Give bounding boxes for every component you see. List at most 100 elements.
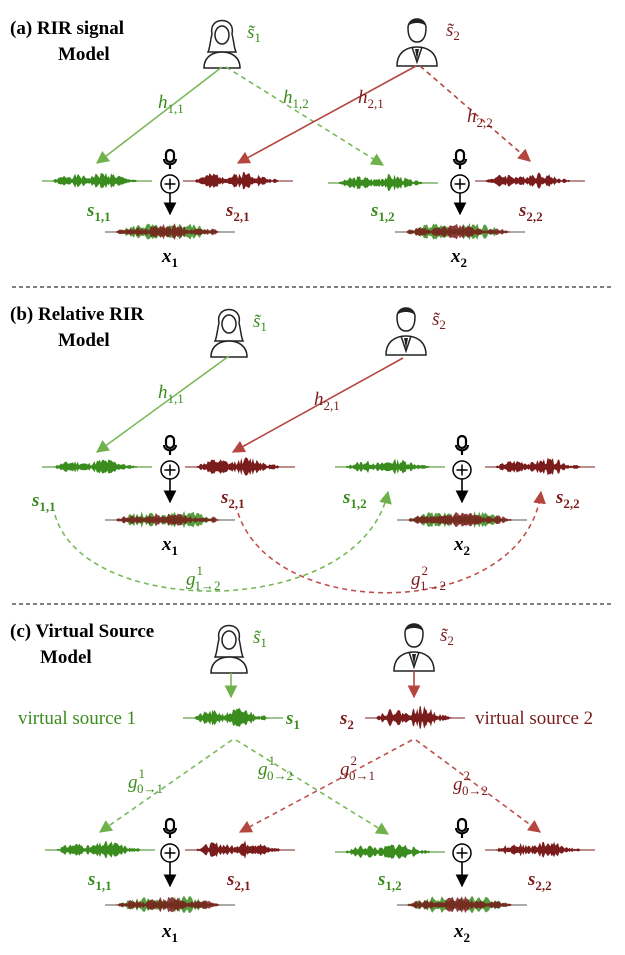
waveform-x1: [105, 223, 235, 240]
label-x2: x2: [453, 921, 470, 945]
waveform-shape: [187, 840, 285, 859]
waveform-x1: [105, 895, 235, 914]
male-speaker-icon: [385, 306, 427, 356]
waveform-s21: [185, 457, 295, 476]
waveform-shape: [185, 708, 273, 727]
female-speaker-icon: [203, 19, 241, 69]
label-x1: x1: [161, 246, 178, 270]
sum-icon: [450, 174, 470, 194]
sum-icon: [160, 843, 180, 863]
source-2-label: s̃2: [432, 309, 446, 332]
waveform-x2: [397, 511, 527, 529]
panel-b-title: (b) Relative RIR: [10, 304, 144, 325]
waveform-shape: [330, 174, 428, 191]
panel-c: (c) Virtual Source Model s̃1 s̃2 virtual…: [10, 621, 595, 945]
microphone-icon: [454, 817, 470, 840]
label-h11: h1,1: [158, 382, 184, 406]
sum-icon: [452, 843, 472, 863]
sum-icon: [160, 174, 180, 194]
source-1-label: s̃1: [247, 22, 261, 45]
source-1-label: s̃1: [253, 627, 267, 650]
waveform-shape: [487, 841, 585, 858]
waveform-shape: [44, 172, 142, 189]
waveform-x1: [105, 510, 235, 529]
panel-c-title: (c) Virtual Source: [10, 621, 154, 642]
waveform-shape: [185, 172, 283, 190]
waveform-shape: [44, 459, 142, 474]
microphone-icon: [454, 434, 470, 457]
panel-b: (b) Relative RIR Model s̃1 s̃2 h1,1 h2,1…: [10, 304, 595, 594]
label-s2: s2: [339, 708, 354, 732]
waveform-shape: [397, 223, 515, 240]
source-1-label: s̃1: [253, 311, 267, 334]
panel-a: (a) RIR signal Model s̃1 s̃2 h1,1 h1,2 h…: [10, 17, 585, 270]
waveform-s1: [183, 708, 283, 727]
virtual-source-1-label: virtual source 1: [18, 708, 136, 729]
arrow-g02-1: [235, 739, 390, 835]
waveform-shape: [367, 705, 455, 729]
arrow-g1: [54, 490, 392, 592]
label-h21: h2,1: [314, 389, 340, 413]
waveform-s11: [45, 840, 155, 859]
label-x2: x2: [450, 246, 467, 270]
waveform-s11: [42, 459, 152, 474]
microphone-icon: [162, 434, 178, 457]
arrow-h12: [225, 66, 385, 166]
waveform-s22: [485, 457, 595, 476]
label-x1: x1: [161, 921, 178, 945]
label-s21: s2,1: [225, 200, 250, 224]
label-s21: s2,1: [226, 869, 251, 893]
arrow-g01-2: [238, 739, 413, 833]
waveform-shape: [337, 458, 435, 475]
male-speaker-icon: [396, 17, 438, 67]
virtual-source-2-label: virtual source 2: [475, 708, 593, 729]
arrow-h21: [236, 65, 417, 164]
male-speaker-icon: [393, 622, 435, 672]
waveform-shape: [47, 840, 145, 859]
label-s1: s1: [285, 708, 300, 732]
waveform-shape: [187, 457, 285, 476]
waveform-s21: [185, 840, 295, 859]
label-x1: x1: [161, 534, 178, 558]
waveform-shape: [107, 896, 225, 913]
source-2-label: s̃2: [446, 20, 460, 43]
waveform-s21: [183, 172, 293, 190]
label-s12: s1,2: [342, 487, 367, 511]
panel-c-subtitle: Model: [40, 647, 92, 668]
female-speaker-icon: [210, 308, 248, 358]
panel-a-title: (a) RIR signal: [10, 18, 124, 39]
microphone-icon: [452, 148, 468, 171]
waveform-shape: [399, 896, 517, 914]
label-s12: s1,2: [377, 869, 402, 893]
label-x2: x2: [453, 534, 470, 558]
label-h12: h1,2: [283, 87, 309, 111]
arrow-h11: [95, 66, 223, 164]
arrow-h21: [231, 357, 404, 453]
sum-icon: [452, 460, 472, 480]
label-s12: s1,2: [370, 200, 395, 224]
arrow-g01-1: [98, 739, 233, 833]
label-h11: h1,1: [158, 92, 184, 116]
label-s22: s2,2: [555, 487, 580, 511]
waveform-s11: [42, 172, 152, 189]
sum-icon: [160, 460, 180, 480]
label-s11: s1,1: [31, 490, 56, 514]
female-speaker-icon: [210, 624, 248, 674]
label-h22: h2,2: [467, 106, 493, 130]
waveform-shape: [477, 172, 575, 189]
label-h21: h2,1: [358, 87, 384, 111]
waveform-shape: [337, 844, 435, 859]
label-s11: s1,1: [87, 869, 112, 893]
microphone-icon: [162, 148, 178, 171]
waveform-shape: [107, 223, 225, 240]
microphone-icon: [162, 817, 178, 840]
arrow-h22: [419, 65, 531, 162]
arrow-g2: [237, 490, 546, 594]
waveform-shape: [399, 512, 517, 528]
